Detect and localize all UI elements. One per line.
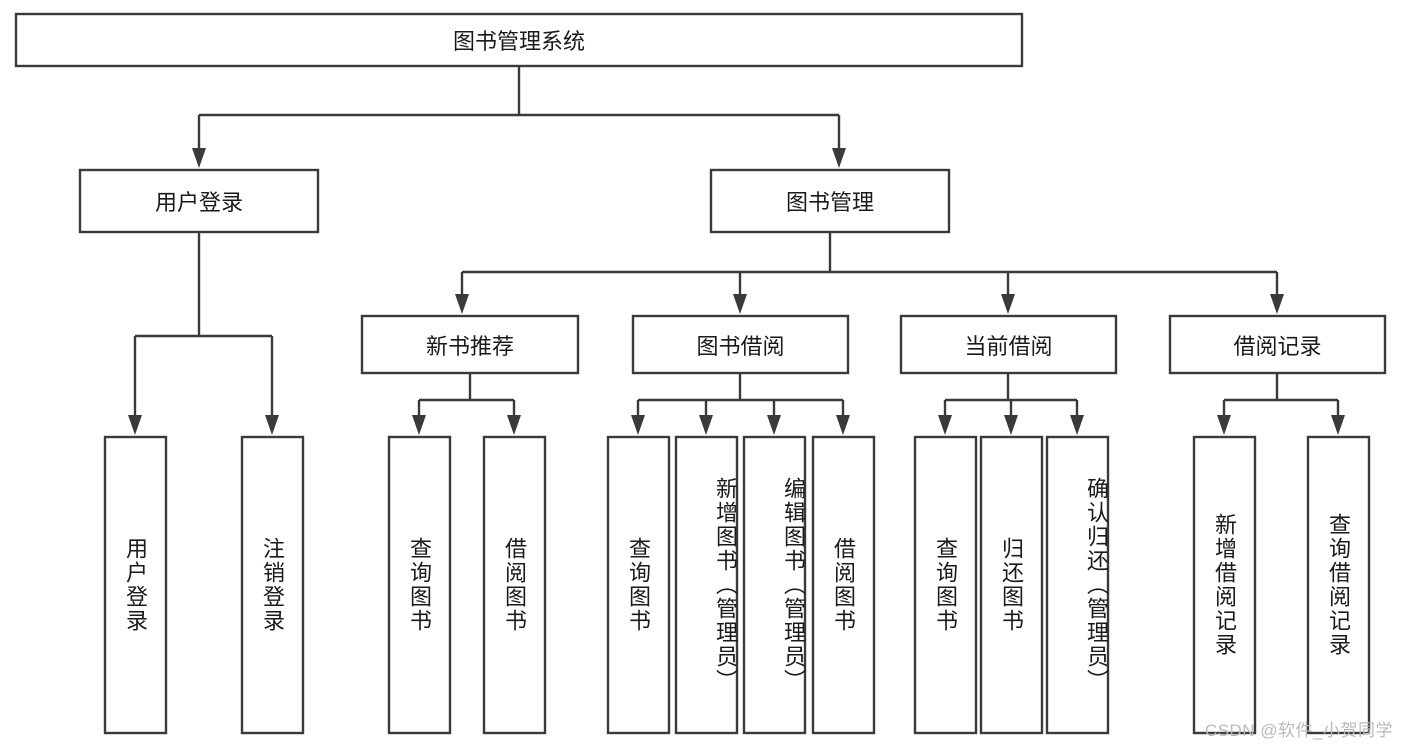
connector-userlogin-to-leaves (128, 232, 279, 435)
node-leaf-add-record[interactable] (1192, 435, 1257, 735)
node-leaf-logout-login[interactable] (240, 435, 305, 735)
node-leaf-add-book[interactable] (674, 435, 739, 735)
connector-bookborrow-to-leaves (631, 373, 850, 435)
node-borrow-record[interactable] (1168, 314, 1387, 375)
node-root[interactable] (14, 12, 1024, 68)
node-current-borrow[interactable] (899, 314, 1118, 375)
node-leaf-borrow-book-1[interactable] (482, 435, 547, 735)
connector-bookmanage-to-level3 (455, 232, 1284, 314)
node-leaf-borrow-book-2[interactable] (811, 435, 876, 735)
node-leaf-query-book-2[interactable] (606, 435, 671, 735)
node-leaf-query-book-3[interactable] (913, 435, 978, 735)
node-user-login[interactable] (78, 168, 320, 234)
node-book-manage[interactable] (709, 168, 951, 234)
connector-borrowrecord-to-leaves (1217, 373, 1345, 435)
node-leaf-user-login[interactable] (103, 435, 168, 735)
node-leaf-confirm-return[interactable] (1045, 435, 1110, 735)
node-book-borrow[interactable] (631, 314, 850, 375)
node-leaf-return-book[interactable] (979, 435, 1044, 735)
connector-root-to-level2 (192, 66, 846, 168)
connector-newbook-to-leaves (412, 373, 521, 435)
node-new-book-recommend[interactable] (360, 314, 580, 375)
node-leaf-query-book-1[interactable] (387, 435, 452, 735)
node-leaf-edit-book[interactable] (742, 435, 807, 735)
connector-currentborrow-to-leaves (938, 373, 1084, 435)
node-leaf-query-record[interactable] (1306, 435, 1371, 735)
